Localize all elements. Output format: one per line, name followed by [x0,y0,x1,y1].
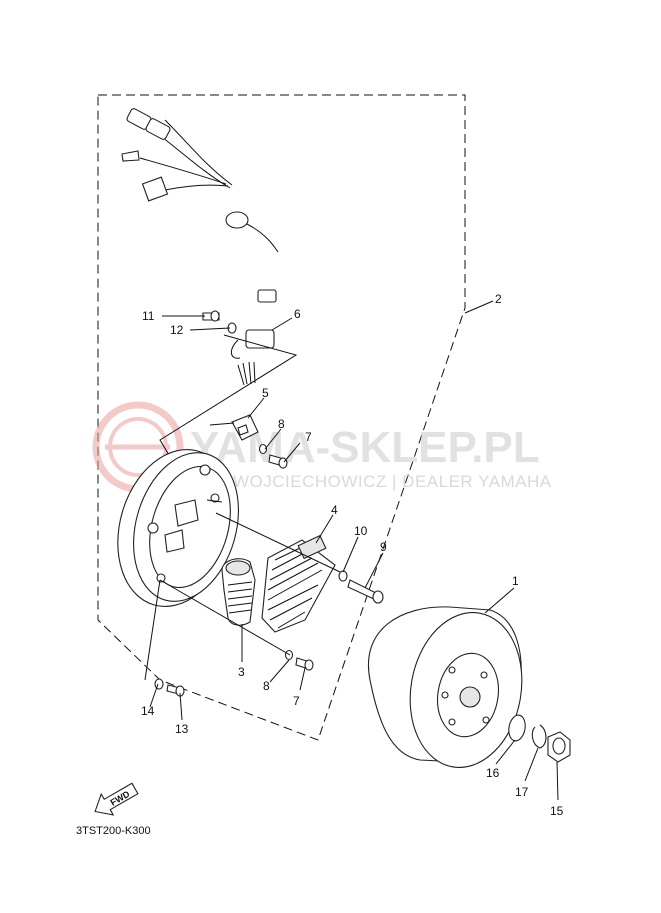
callout-1: 1 [512,574,519,588]
watermark-subtitle: WOJCIECHOWICZ | DEALER YAMAHA [233,472,552,491]
lighting-coil [221,558,256,626]
stator-plate [117,449,239,607]
screw-11 [202,310,220,322]
screw-13 [166,684,185,697]
callout-4: 4 [331,503,338,517]
nut-15 [547,731,571,763]
callout-6: 6 [294,307,301,321]
pickup-coil [209,414,259,441]
callout-11: 11 [142,309,155,323]
washer-10 [338,570,348,582]
callout-9: 9 [380,540,387,554]
callout-5: 5 [262,386,269,400]
wire-harness [121,108,288,386]
callout-13: 13 [175,722,189,736]
washer-8a [258,443,268,455]
callout-8a: 8 [278,417,285,431]
charging-coil [261,534,336,633]
callout-15: 15 [550,804,564,818]
lock-washer-17 [531,724,547,749]
callout-7a: 7 [305,430,312,444]
screw-7b [295,657,314,671]
screw-9 [347,579,384,604]
callout-10: 10 [354,524,368,538]
flywheel-rotor [368,606,523,768]
callout-12: 12 [170,323,184,337]
callout-17: 17 [515,785,529,799]
callout-7b: 7 [293,694,300,708]
callout-14: 14 [141,704,155,718]
callout-2: 2 [495,292,502,306]
fwd-arrow-icon: FWD [94,782,139,816]
diagram-code: 3TST200-K300 [76,825,151,837]
callout-8b: 8 [263,679,270,693]
callout-3: 3 [238,665,245,679]
callout-16: 16 [486,766,500,780]
washer-14 [154,678,164,690]
assembly-boundary [97,94,466,741]
leader-lines [144,300,559,801]
